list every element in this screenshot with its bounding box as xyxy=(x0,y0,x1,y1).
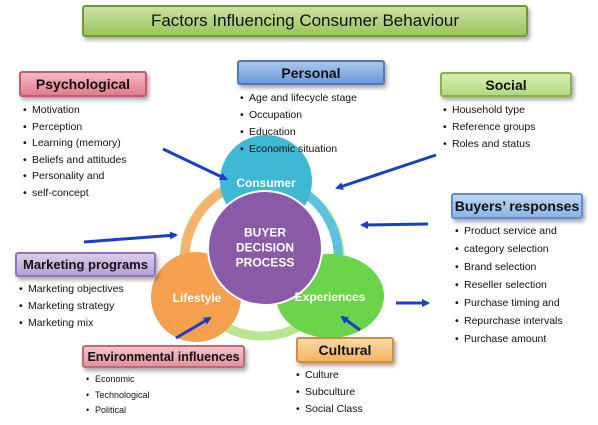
list-item: Purchase amount xyxy=(455,330,563,348)
list-item: Perception xyxy=(23,119,127,136)
list-item: Culture xyxy=(296,367,363,384)
center-line-1: BUYER xyxy=(243,225,286,240)
list-item: Roles and status xyxy=(443,136,535,153)
list-item: Motivation xyxy=(23,102,127,119)
list-item: Repurchase intervals xyxy=(455,312,563,330)
list-item: Household type xyxy=(443,102,535,119)
buyers-responses-list: Product service and category selection B… xyxy=(455,222,563,348)
list-item: category selection xyxy=(455,240,563,258)
environmental-list: Economic Technological Political xyxy=(86,372,150,419)
arrow-cultural xyxy=(340,315,361,332)
list-item: Marketing objectives xyxy=(19,281,124,298)
psychological-box: Psychological xyxy=(19,71,147,97)
list-item: Education xyxy=(240,124,357,141)
list-item: Brand selection xyxy=(455,258,563,276)
diagram-title: Factors Influencing Consumer Behaviour xyxy=(82,5,528,37)
experiences-label: Experiences xyxy=(294,290,366,304)
social-list: Household type Reference groups Roles an… xyxy=(443,102,535,153)
list-item: Technological xyxy=(86,388,150,404)
list-item: Learning (memory) xyxy=(23,135,127,152)
list-item: Occupation xyxy=(240,107,357,124)
arrow-buyers xyxy=(360,220,429,229)
list-item: Purchase timing and xyxy=(455,294,563,312)
personal-box: Personal xyxy=(237,60,385,85)
list-item: Economic situation xyxy=(240,141,357,158)
center-line-2: DECISION xyxy=(235,240,294,255)
list-item: Social Class xyxy=(296,401,363,418)
list-item: Personality and xyxy=(23,168,127,185)
social-box: Social xyxy=(440,72,572,97)
list-item: self-concept xyxy=(23,185,127,202)
consumer-label: Consumer xyxy=(236,176,296,190)
marketing-programs-box: Marketing programs xyxy=(15,252,156,277)
personal-list: Age and lifecycle stage Occupation Educa… xyxy=(240,90,357,158)
environmental-box: Environmental influences xyxy=(82,345,245,368)
list-item: Reseller selection xyxy=(455,276,563,294)
arrow-psychological xyxy=(162,147,228,181)
arrow-environmental xyxy=(175,316,212,340)
list-item: Marketing mix xyxy=(19,315,124,332)
psychological-list: Motivation Perception Learning (memory) … xyxy=(23,102,127,201)
center-circle xyxy=(207,190,323,306)
list-item: Beliefs and attitudes xyxy=(23,152,127,169)
marketing-programs-list: Marketing objectives Marketing strategy … xyxy=(19,281,124,332)
cultural-box: Cultural xyxy=(296,337,394,363)
center-label: BUYER DECISION PROCESS xyxy=(236,226,295,271)
list-item: Economic xyxy=(86,372,150,388)
list-item: Product service and xyxy=(455,222,563,240)
center-line-3: PROCESS xyxy=(235,255,295,270)
arrow-marketing xyxy=(83,231,178,244)
list-item: Age and lifecycle stage xyxy=(240,90,357,107)
list-item: Political xyxy=(86,403,150,419)
lifestyle-label: Lifestyle xyxy=(172,291,222,305)
list-item: Subculture xyxy=(296,384,363,401)
buyers-responses-box: Buyers’ responses xyxy=(451,193,583,219)
cultural-list: Culture Subculture Social Class xyxy=(296,367,363,418)
list-item: Marketing strategy xyxy=(19,298,124,315)
arrow-social xyxy=(335,153,437,190)
list-item: Reference groups xyxy=(443,119,535,136)
